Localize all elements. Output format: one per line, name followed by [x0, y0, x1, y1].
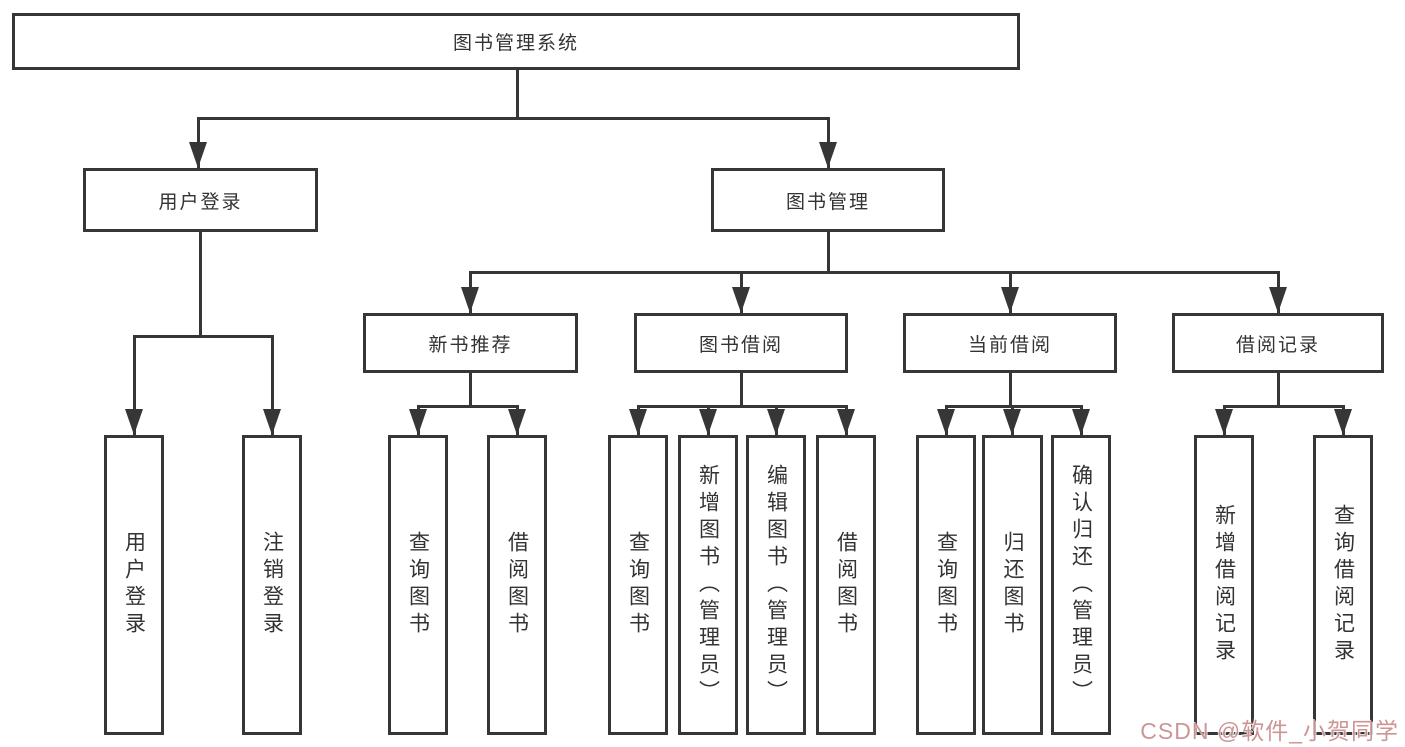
leaf-node-logout: 注销登录 [242, 435, 302, 735]
leaf-label: 借阅图书 [834, 531, 858, 639]
connector-rail [417, 405, 519, 408]
arrowhead-down-icon [461, 287, 479, 313]
arrowhead-down-icon [732, 287, 750, 313]
node-book-borrow-label: 图书借阅 [698, 334, 783, 356]
node-book-management-label: 图书管理 [785, 191, 870, 213]
node-new-book-recommend-label: 新书推荐 [428, 334, 513, 356]
leaf-label: 编辑图书（管理员） [764, 463, 788, 707]
arrowhead-down-icon [837, 409, 855, 435]
arrowhead-down-icon [937, 409, 955, 435]
leaf-label: 归还图书 [1001, 531, 1025, 639]
arrowhead-down-icon [1003, 409, 1021, 435]
leaf-node-query-books-borrow: 查询图书 [608, 435, 668, 735]
arrowhead-down-icon [1334, 409, 1352, 435]
arrowhead-down-icon [409, 409, 427, 435]
leaf-node-edit-books-admin: 编辑图书（管理员） [746, 435, 806, 735]
connector-stub [469, 373, 472, 408]
node-new-book-recommend: 新书推荐 [363, 313, 578, 373]
csdn-watermark: CSDN @软件_小贺同学 [1140, 718, 1399, 744]
leaf-label: 用户登录 [122, 531, 146, 639]
connector-stub [827, 232, 830, 274]
arrowhead-down-icon [1215, 409, 1233, 435]
connector-stub [199, 232, 202, 338]
connector-stub [516, 70, 519, 120]
connector-stub [740, 373, 743, 408]
leaf-label: 查询图书 [626, 531, 650, 639]
arrowhead-down-icon [508, 409, 526, 435]
node-user-login-label: 用户登录 [158, 191, 243, 213]
leaf-node-return-books: 归还图书 [982, 435, 1043, 735]
leaf-node-query-borrow-record: 查询借阅记录 [1313, 435, 1373, 735]
leaf-label: 借阅图书 [505, 531, 529, 639]
node-book-borrow: 图书借阅 [634, 313, 848, 373]
arrowhead-down-icon [767, 409, 785, 435]
arrowhead-down-icon [263, 409, 281, 435]
arrowhead-down-icon [699, 409, 717, 435]
connector-rail [133, 335, 274, 338]
leaf-node-user-login: 用户登录 [104, 435, 164, 735]
connector-rail [469, 271, 1280, 274]
leaf-label: 注销登录 [260, 531, 284, 639]
connector-drop [271, 335, 274, 435]
leaf-node-borrow-books: 借阅图书 [816, 435, 876, 735]
node-current-borrow-label: 当前借阅 [967, 334, 1052, 356]
arrowhead-down-icon [1269, 287, 1287, 313]
leaf-label: 确认归还（管理员） [1069, 463, 1093, 707]
leaf-node-query-books-recommend: 查询图书 [388, 435, 448, 735]
node-borrow-records-label: 借阅记录 [1235, 334, 1320, 356]
leaf-label: 查询图书 [934, 531, 958, 639]
connector-rail [1223, 405, 1344, 408]
connector-stub [1277, 373, 1280, 408]
leaf-node-borrow-books-recommend: 借阅图书 [487, 435, 547, 735]
arrowhead-down-icon [189, 142, 207, 168]
leaf-label: 查询借阅记录 [1331, 504, 1355, 666]
node-borrow-records: 借阅记录 [1172, 313, 1384, 373]
node-book-management: 图书管理 [711, 168, 945, 232]
arrowhead-down-icon [629, 409, 647, 435]
leaf-label: 新增图书（管理员） [696, 463, 720, 707]
connector-rail [197, 117, 830, 120]
leaf-node-confirm-return-admin: 确认归还（管理员） [1051, 435, 1111, 735]
node-user-login: 用户登录 [83, 168, 318, 232]
node-current-borrow: 当前借阅 [903, 313, 1117, 373]
arrowhead-down-icon [125, 409, 143, 435]
leaf-node-add-books-admin: 新增图书（管理员） [678, 435, 738, 735]
arrowhead-down-icon [1072, 409, 1090, 435]
connector-drop [133, 335, 136, 435]
arrowhead-down-icon [1001, 287, 1019, 313]
leaf-label: 查询图书 [406, 531, 430, 639]
leaf-node-query-books-current: 查询图书 [916, 435, 976, 735]
node-root: 图书管理系统 [12, 13, 1020, 70]
leaf-label: 新增借阅记录 [1212, 504, 1236, 666]
connector-stub [1009, 373, 1012, 408]
leaf-node-add-borrow-record: 新增借阅记录 [1194, 435, 1254, 735]
connector-rail [637, 405, 847, 408]
arrowhead-down-icon [819, 142, 837, 168]
node-root-label: 图书管理系统 [452, 33, 579, 54]
